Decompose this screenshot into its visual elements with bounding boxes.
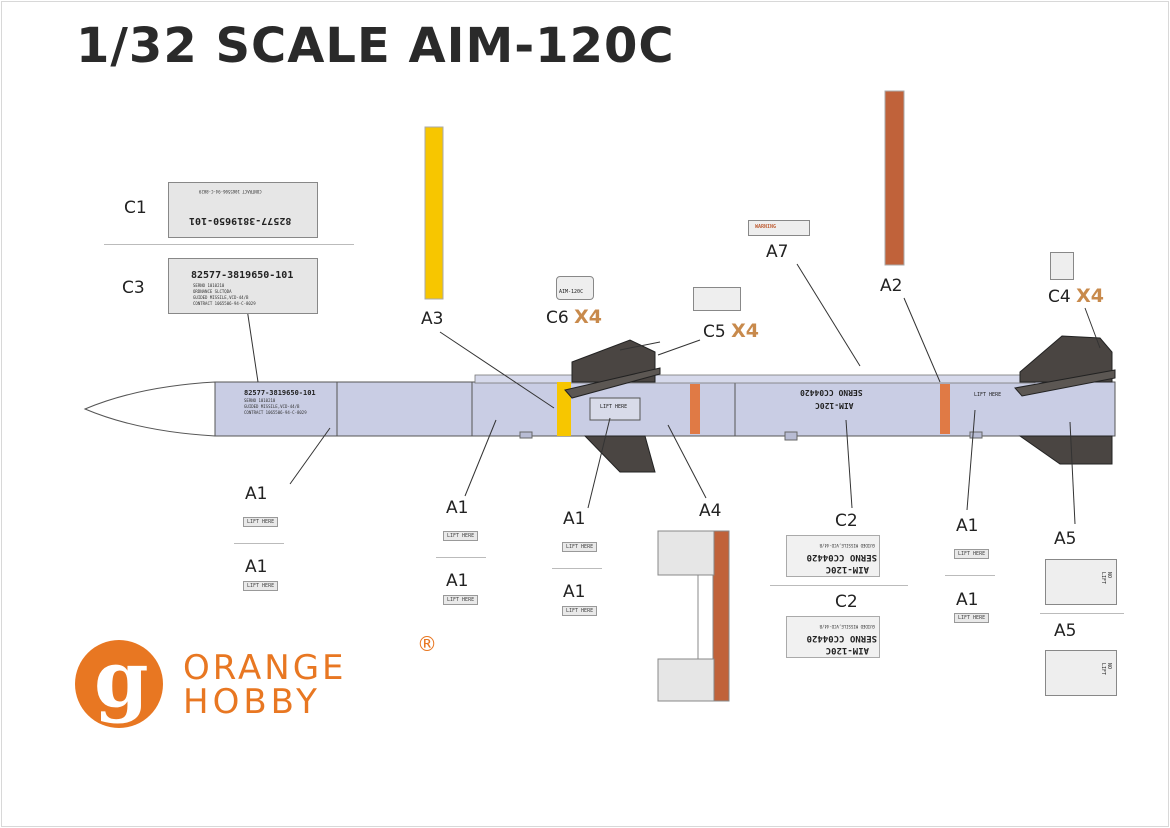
leader-lines [245,263,1101,525]
decal-c6: AIM-120C [556,276,594,300]
rocket-motor [734,381,1116,437]
label-c1: C1 [124,198,147,218]
label-a7: A7 [766,242,789,262]
divider-a1-3 [436,557,486,558]
qty-c5: X4 [731,320,759,342]
serial-on-body: 82577-3819650-101 [244,389,316,397]
label-c2-1: C2 [835,511,858,531]
orange-band-2 [940,384,950,434]
serno-on-body: SERNO CC04420 [800,388,863,397]
label-a5-2: A5 [1054,621,1077,641]
divider-a1-5 [552,568,602,569]
yellow-band [557,382,571,436]
decal-a1-4: LIFT HERE [443,595,479,605]
qty-c6: X4 [574,306,602,328]
decal-a7: WARNING [748,220,810,236]
decal-a1-6: LIFT HERE [562,606,598,616]
decal-c1: 82577-3819650-101 CONTRACT 1065506-94-C-… [168,182,318,238]
missile-body [83,335,1116,473]
label-a1-8: A1 [956,590,979,610]
rust-stripe-decal-a2 [884,90,905,266]
decal-a1-7: LIFT HERE [954,549,990,559]
brand-logo: g ORANGE HOBBY ® [75,632,445,730]
fine-on-body-2: GUIDED MISSILE,VCD-44/B [244,404,300,409]
tail-fin-lower [1018,435,1113,465]
decal-a4-strip [657,530,730,702]
label-a2: A2 [880,276,903,296]
yellow-stripe-decal-a3 [424,126,444,300]
fine-on-body-3: CONTRACT 1065506-94-C-8029 [244,410,307,415]
decal-a1-2: LIFT HERE [243,581,279,591]
forward-fin-lower [583,435,656,473]
divider-a1-7 [945,575,995,576]
tail-fin-upper [1019,335,1113,383]
decal-a1-5: LIFT HERE [562,542,598,552]
label-c2-2: C2 [835,592,858,612]
label-a1-7: A1 [956,516,979,536]
decal-c2-2: AIM-120C SERNO CC04420 GUIDED MISSILE,VC… [786,616,880,658]
decal-a5-2: NO LIFT [1045,650,1117,696]
armament-section [336,381,473,437]
label-a3: A3 [421,309,444,329]
label-a4: A4 [699,501,722,521]
qty-c4: X4 [1076,285,1104,307]
logo-line1: ORANGE [183,648,347,688]
decal-a5-1: NO LIFT [1045,559,1117,605]
orange-band-1 [690,384,700,434]
label-c4: C4 X4 [1048,285,1104,307]
label-a1-6: A1 [563,582,586,602]
label-c5: C5 X4 [703,320,759,342]
page-title: 1/32 SCALE AIM-120C [76,18,675,74]
label-a1-5: A1 [563,509,586,529]
label-a1-3: A1 [446,498,469,518]
label-c6: C6 X4 [546,306,602,328]
decal-c3: 82577-3819650-101 SERNO 1010210 ORDNANCE… [168,258,318,314]
lift-here-fin: LIFT HERE [600,404,628,410]
lift-here-motor: LIFT HERE [974,392,1002,398]
divider-a5 [1040,613,1124,614]
divider-c2 [770,585,908,586]
decal-c4 [1050,252,1074,280]
label-a1-2: A1 [245,557,268,577]
decal-a1-8: LIFT HERE [954,613,990,623]
divider-c [104,244,354,245]
decal-a1-1: LIFT HERE [243,517,279,527]
logo-circle: g [75,634,163,728]
logo-registered: ® [417,632,437,656]
label-a5-1: A5 [1054,529,1077,549]
decal-a1-3: LIFT HERE [443,531,479,541]
forward-fin-upper [571,339,656,383]
label-c3: C3 [122,278,145,298]
logo-letter: g [94,634,149,725]
logo-line2: HOBBY [183,682,321,722]
decal-c5 [693,287,741,311]
nose-cone [83,381,216,437]
divider-a1-1 [234,543,284,544]
decal-c2-1: AIM-120C SERNO CC04420 GUIDED MISSILE,VC… [786,535,880,577]
fine-on-body-1: SERNO 1010210 [244,398,276,403]
label-a1-4: A1 [446,571,469,591]
model-on-body: AIM-120C [815,401,854,410]
label-a1-1: A1 [245,484,268,504]
